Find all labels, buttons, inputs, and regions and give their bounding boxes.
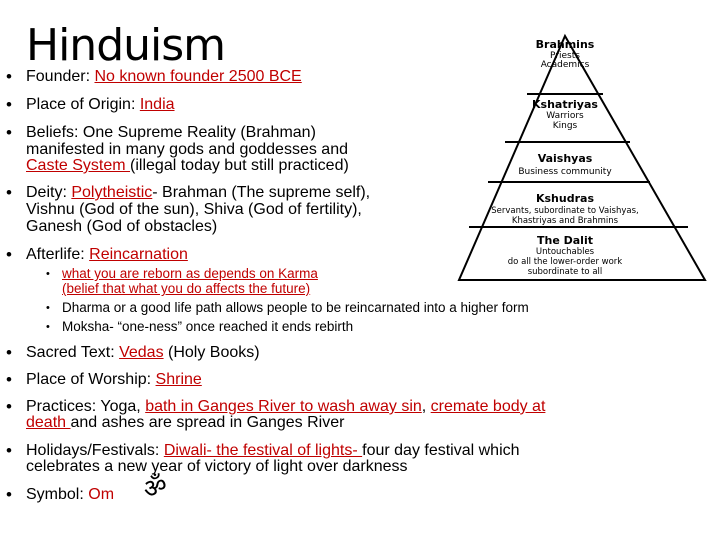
sacred-text-value: Vedas: [119, 344, 164, 361]
founder-value: No known founder 2500 BCE: [94, 68, 302, 85]
afterlife-value: Reincarnation: [89, 246, 188, 263]
origin-line: Place of Origin: India: [26, 96, 175, 113]
dalit-sub1: Untouchables: [536, 247, 595, 257]
sub-bullet: •: [46, 302, 50, 314]
dalit-sub2: do all the lower-order work: [508, 257, 623, 267]
holidays-line1: Holidays/Festivals: Diwali- the festival…: [26, 442, 520, 459]
symbol-value: Om: [88, 486, 115, 503]
deity-value: Polytheistic: [71, 184, 153, 201]
sacred-text-line: Sacred Text: Vedas (Holy Books): [26, 344, 260, 361]
deity-line3: Ganesh (God of obstacles): [26, 218, 218, 235]
afterlife-line: Afterlife: Reincarnation: [26, 246, 188, 263]
bullet: •: [6, 343, 12, 362]
kshudras-title: Kshudras: [536, 192, 594, 205]
brahmins-sub1: Priests: [550, 51, 580, 61]
dalit-title: The Dalit: [537, 234, 593, 247]
bullet: •: [6, 441, 12, 460]
vaishyas-sub: Business community: [518, 167, 612, 177]
bullet: •: [6, 67, 12, 86]
practices-bath: bath in Ganges River to wash away sin: [145, 398, 422, 415]
bullet: •: [6, 183, 12, 202]
bullet: •: [6, 485, 12, 504]
bullet: •: [6, 123, 12, 142]
sub-bullet: •: [46, 321, 50, 333]
practices-cremate: cremate body at: [430, 398, 546, 415]
deity-line1: Deity: Polytheistic- Brahman (The suprem…: [26, 184, 371, 201]
practices-line2: death and ashes are spread in Ganges Riv…: [26, 414, 345, 431]
dharma-line: Dharma or a good life path allows people…: [62, 300, 529, 315]
brahmins-title: Brahmins: [536, 38, 595, 51]
founder-line: Founder: No known founder 2500 BCE: [26, 68, 302, 85]
beliefs-line2: manifested in many gods and goddesses an…: [26, 141, 348, 158]
bullet: •: [6, 95, 12, 114]
beliefs-line1: Beliefs: One Supreme Reality (Brahman): [26, 124, 316, 141]
worship-line: Place of Worship: Shrine: [26, 371, 202, 388]
worship-value: Shrine: [155, 371, 202, 388]
kshatriyas-sub1: Warriors: [546, 111, 584, 121]
kshatriyas-sub2: Kings: [553, 121, 578, 131]
vaishyas-title: Vaishyas: [538, 152, 593, 165]
symbol-line: Symbol: Om: [26, 486, 115, 503]
caste-system: Caste System: [26, 157, 131, 174]
deity-line2: Vishnu (God of the sun), Shiva (God of f…: [26, 201, 362, 218]
caste-pyramid: Brahmins Priests Academics Kshatriyas Wa…: [457, 33, 707, 281]
bullet: •: [6, 245, 12, 264]
sub-bullet: •: [46, 268, 50, 280]
holidays-line2: celebrates a new year of victory of ligh…: [26, 458, 408, 475]
karma-line1: what you are reborn as depends on Karma: [62, 266, 318, 281]
brahmins-sub2: Academics: [541, 60, 590, 70]
karma-line2: (belief that what you do affects the fut…: [62, 281, 311, 296]
page-title: Hinduism: [26, 20, 226, 71]
bullet: •: [6, 397, 12, 416]
practices-line1: Practices: Yoga, bath in Ganges River to…: [26, 398, 546, 415]
moksha-line: Moksha- “one-ness” once reached it ends …: [62, 319, 354, 334]
kshudras-sub2: Khastriyas and Brahmins: [512, 216, 619, 226]
bullet: •: [6, 370, 12, 389]
practices-death: death: [26, 414, 71, 431]
kshatriyas-title: Kshatriyas: [532, 98, 598, 111]
beliefs-line3: Caste System (illegal today but still pr…: [26, 157, 349, 174]
dalit-sub3: subordinate to all: [528, 267, 603, 277]
origin-value: India: [139, 96, 175, 113]
holidays-value: Diwali- the festival of lights-: [163, 442, 363, 459]
kshudras-sub1: Servants, subordinate to Vaishyas,: [491, 206, 638, 216]
